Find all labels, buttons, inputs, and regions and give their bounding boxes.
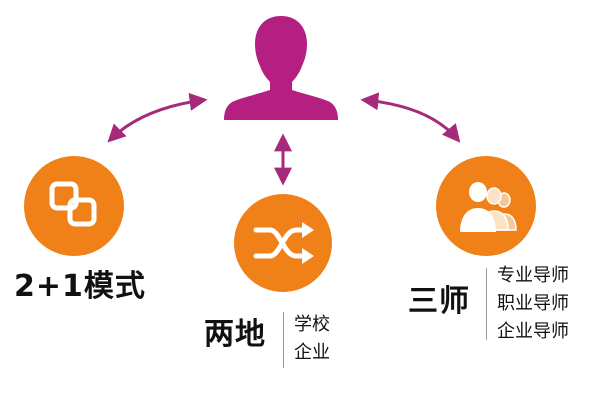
three-mentors-list: 专业导师 职业导师 企业导师 bbox=[497, 262, 569, 346]
three-mentors-title: 三师 bbox=[408, 284, 470, 319]
three-mentors-item: 职业导师 bbox=[497, 292, 569, 314]
shuffle-arrows-icon bbox=[253, 227, 307, 259]
three-mentors-item: 专业导师 bbox=[497, 265, 569, 286]
two-places-divider bbox=[283, 312, 284, 368]
arrow-center-to-mode bbox=[107, 92, 208, 143]
person-silhouette-icon bbox=[224, 16, 338, 120]
two-places-item: 学校 bbox=[294, 314, 330, 335]
two-places-item: 企业 bbox=[294, 341, 330, 363]
two-places-list: 学校 企业 bbox=[294, 311, 330, 367]
linked-squares-icon bbox=[49, 181, 97, 227]
two-places-title: 两地 bbox=[204, 317, 266, 352]
mode-title: 2+1模式 bbox=[14, 269, 146, 304]
three-mentors-item: 企业导师 bbox=[497, 320, 569, 342]
arrow-center-to-three-mentors bbox=[360, 92, 461, 143]
people-group-icon bbox=[460, 182, 517, 232]
node-three-mentors-circle bbox=[436, 156, 536, 256]
node-two-places-circle bbox=[234, 194, 332, 292]
three-mentors-divider bbox=[486, 268, 487, 340]
node-mode-circle bbox=[24, 156, 124, 256]
